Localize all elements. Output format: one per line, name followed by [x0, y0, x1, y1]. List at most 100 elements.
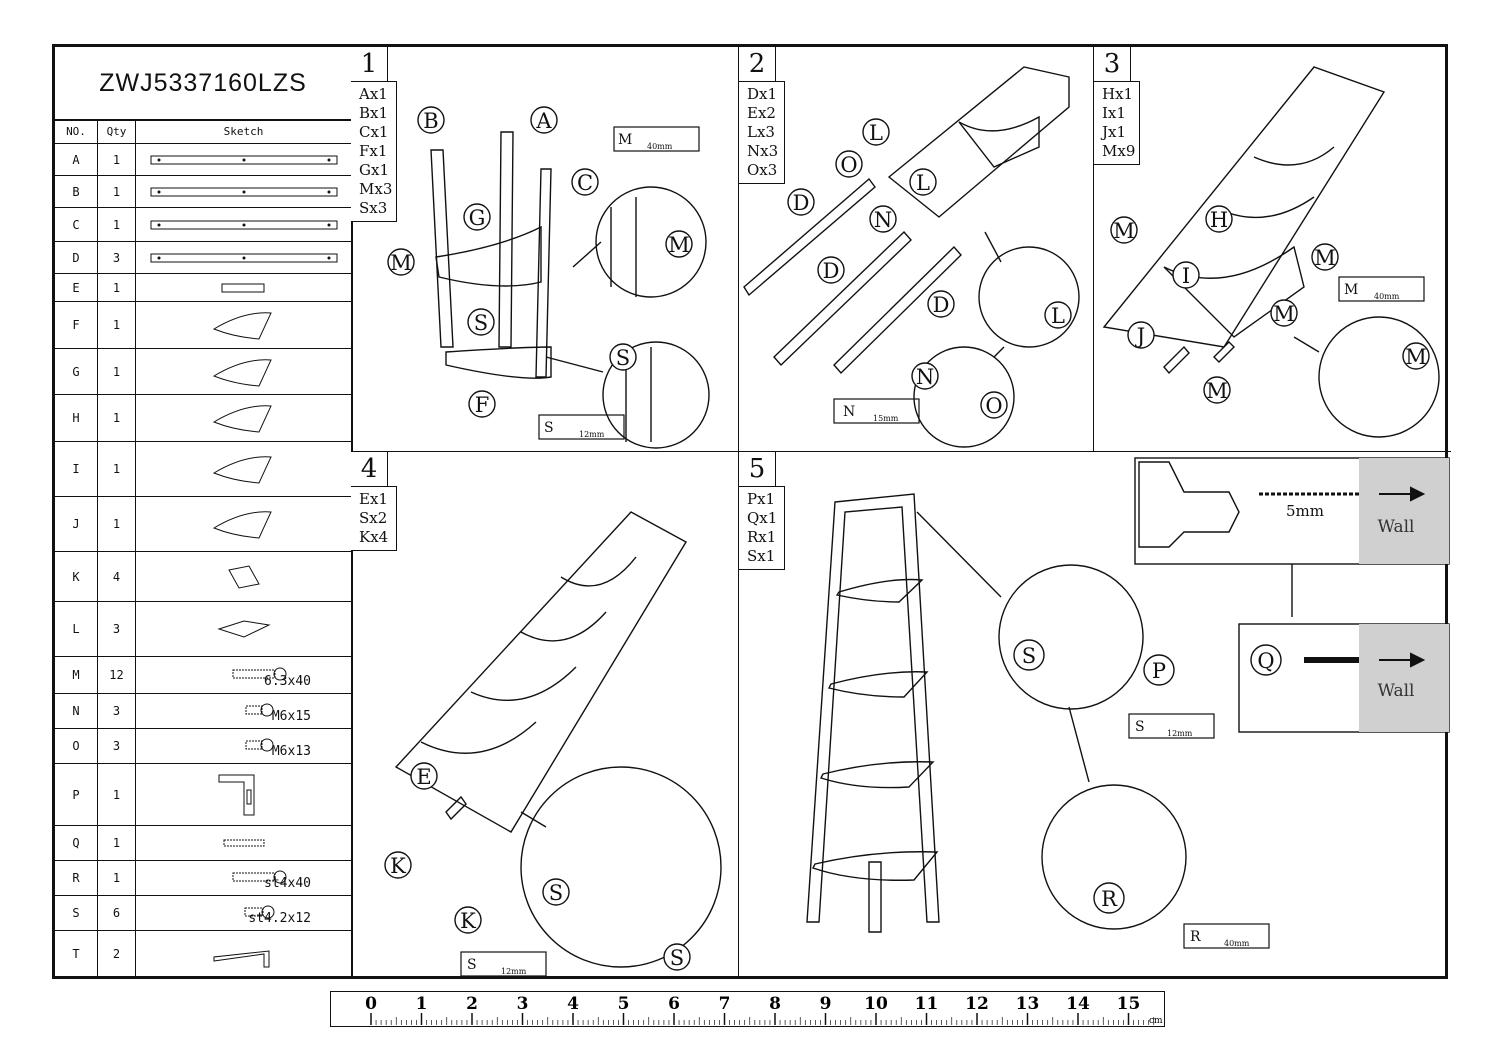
step-5-panel: S P R Q Wall Wall 5mm S 12mm R 40mm 5 Px… — [739, 452, 1451, 976]
part-qty: 1 — [97, 441, 136, 497]
part-sketch — [227, 564, 260, 589]
callout-H: H — [1210, 208, 1228, 232]
part-sketch — [150, 253, 337, 262]
callout-L: L — [869, 121, 883, 145]
part-qty: 1 — [97, 175, 136, 208]
part-sketch-cell — [135, 207, 351, 242]
screw-box-size: 12mm — [1167, 729, 1193, 738]
part-sketch-cell — [135, 763, 351, 826]
screw-box-size: 40mm — [1374, 292, 1400, 301]
part-sketch-cell: 6.3x40 — [135, 656, 351, 694]
callout-L-detail: L — [1051, 304, 1065, 328]
header-no: NO. — [55, 119, 98, 144]
part-no: J — [55, 496, 98, 552]
part-sketch — [212, 312, 272, 340]
part-spec: st4.2x12 — [248, 911, 311, 926]
ruler-label: 15 — [1117, 994, 1141, 1014]
part-no: O — [55, 728, 98, 764]
step-part-item: Ix1 — [1102, 104, 1126, 122]
step-part-item: Ex1 — [359, 490, 388, 508]
step-part-item: Qx1 — [747, 509, 778, 527]
part-qty: 1 — [97, 143, 136, 176]
ruler-label: 2 — [466, 994, 478, 1014]
header-qty: Qty — [97, 119, 136, 144]
step-part-item: Nx3 — [747, 142, 779, 160]
screw-box-size: 40mm — [647, 142, 673, 151]
part-sketch — [150, 220, 337, 229]
step-part-item: Dx1 — [747, 85, 778, 103]
part-spec: M6x15 — [271, 709, 311, 724]
part-sketch — [150, 155, 337, 164]
step-2-number: 2 — [739, 47, 776, 82]
callout-D: D — [933, 293, 950, 317]
part-sketch-cell — [135, 273, 351, 302]
part-qty: 1 — [97, 301, 136, 349]
part-qty: 1 — [97, 348, 136, 395]
callout-M-detail: M — [668, 233, 690, 257]
step-5-number: 5 — [739, 452, 776, 487]
ruler-label: 7 — [719, 994, 731, 1014]
ruler-label: 14 — [1066, 994, 1090, 1014]
step-part-item: Ax1 — [359, 85, 388, 103]
part-no: N — [55, 693, 98, 729]
step-part-item: Lx3 — [747, 123, 775, 141]
step-part-item: Mx3 — [359, 180, 393, 198]
screw-box-letter: R — [1190, 929, 1201, 945]
part-qty: 3 — [97, 693, 136, 729]
callout-R: R — [1101, 887, 1118, 911]
step-5-illustration: S P R Q Wall Wall 5mm S 12mm R 40mm — [806, 457, 1450, 949]
callout-M: M — [390, 251, 412, 275]
callout-B: B — [423, 109, 438, 133]
part-qty: 3 — [97, 241, 136, 274]
callout-P: P — [1152, 659, 1166, 683]
ruler-label: 10 — [864, 994, 888, 1014]
step-part-item: Sx2 — [359, 509, 388, 527]
part-qty: 6 — [97, 895, 136, 931]
part-no: T — [55, 930, 98, 977]
part-no: F — [55, 301, 98, 349]
part-sketch — [232, 667, 286, 680]
part-sketch-cell: st4.2x12 — [135, 895, 351, 931]
callout-M: M — [1273, 302, 1295, 326]
callout-F: F — [475, 393, 490, 417]
part-qty: 1 — [97, 763, 136, 826]
step-part-item: Sx3 — [359, 199, 388, 217]
step-part-item: Bx1 — [359, 104, 389, 122]
part-sketch-cell — [135, 930, 351, 977]
callout-C: C — [577, 171, 593, 195]
part-sketch-cell — [135, 394, 351, 442]
part-no: D — [55, 241, 98, 274]
callout-N: N — [874, 208, 892, 232]
ruler-label: 0 — [365, 994, 377, 1014]
part-sketch — [244, 905, 274, 918]
part-no: A — [55, 143, 98, 176]
part-sketch — [212, 358, 272, 387]
part-no: B — [55, 175, 98, 208]
part-no: M — [55, 656, 98, 694]
part-sketch-cell — [135, 301, 351, 349]
step-part-item: Jx1 — [1102, 123, 1127, 141]
ruler-label: 4 — [567, 994, 579, 1014]
part-no: E — [55, 273, 98, 302]
callout-J: J — [1135, 324, 1145, 348]
screw-box-letter: S — [544, 420, 554, 436]
part-sketch — [212, 456, 272, 484]
part-no: S — [55, 895, 98, 931]
part-no: Q — [55, 825, 98, 861]
callout-S: S — [1022, 644, 1036, 668]
